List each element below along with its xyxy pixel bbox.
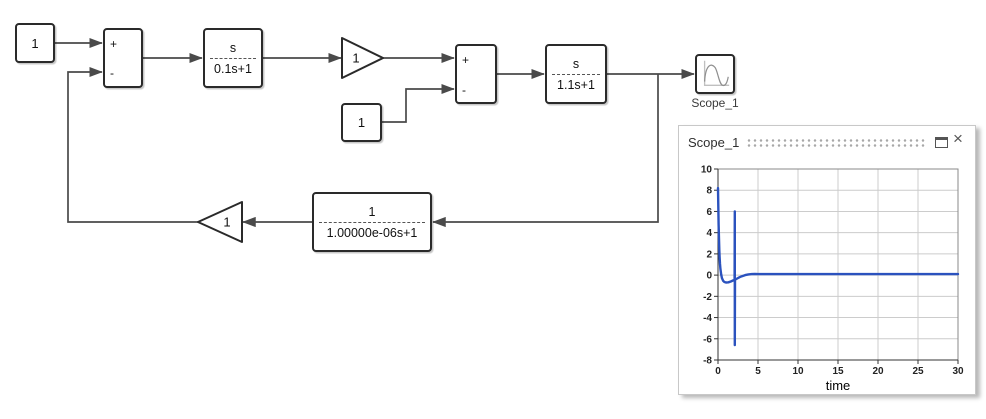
- tf1-denominator: 0.1s+1: [214, 61, 252, 76]
- wire-const2-to-sum2[interactable]: [369, 83, 455, 128]
- sum1-plus-sign: +: [110, 37, 118, 51]
- constant2-value: 1: [357, 115, 366, 130]
- tf3-divider: [319, 221, 425, 223]
- transfer-fn-block-3[interactable]: 1 1.00000e-06s+1: [312, 192, 432, 252]
- constant-block-1[interactable]: 1: [15, 23, 55, 63]
- transfer-fn-block-2[interactable]: s 1.1s+1: [545, 44, 607, 104]
- transfer-fn-block-1[interactable]: s 0.1s+1: [203, 28, 263, 88]
- y-tick-label: -2: [703, 292, 712, 303]
- close-icon[interactable]: ×: [953, 129, 963, 148]
- scope-block[interactable]: [695, 54, 735, 94]
- sum2-plus-sign: +: [462, 53, 470, 67]
- drag-handle-icon[interactable]: [746, 138, 926, 147]
- tf1-divider: [210, 57, 256, 59]
- x-tick-label: 15: [832, 366, 844, 377]
- gain1-label: 1: [352, 51, 359, 66]
- gain-block-2[interactable]: 1: [197, 201, 243, 243]
- x-tick-label: 0: [715, 366, 721, 377]
- tf1-numerator: s: [229, 40, 237, 55]
- y-tick-label: 0: [706, 271, 712, 282]
- x-tick-label: 20: [872, 366, 884, 377]
- y-tick-label: -4: [703, 313, 712, 324]
- scope-window[interactable]: Scope_1 × 0 5 10 15 20 25 30 -8 -6 -4 -2 0 2 4 6 8 10 tim…: [678, 125, 976, 395]
- scope-waveform-icon: [703, 60, 730, 87]
- tf3-denominator: 1.00000e-06s+1: [326, 225, 418, 240]
- x-tick-label: 5: [755, 366, 761, 377]
- x-tick-label: 30: [952, 366, 964, 377]
- sum2-minus-sign: -: [462, 83, 466, 97]
- y-tick-label: 8: [706, 186, 712, 197]
- y-tick-label: 2: [706, 249, 712, 260]
- scope-block-label: Scope_1: [691, 96, 739, 110]
- gain-block-1[interactable]: 1: [341, 37, 384, 79]
- sum-block-1[interactable]: + -: [103, 28, 143, 88]
- tf2-numerator: s: [572, 56, 580, 71]
- scope-plot: 0 5 10 15 20 25 30 -8 -6 -4 -2 0 2 4 6 8 10 time: [701, 165, 964, 394]
- y-tick-label: -8: [703, 356, 712, 367]
- tf3-numerator: 1: [368, 204, 376, 219]
- gain2-label: 1: [223, 215, 230, 230]
- x-tick-label: 10: [792, 366, 804, 377]
- y-tick-label: -6: [703, 334, 712, 345]
- wire-gain2-to-sum1[interactable]: [67, 66, 211, 228]
- tf2-denominator: 1.1s+1: [557, 77, 595, 92]
- y-tick-label: 6: [706, 207, 712, 218]
- x-tick-label: 25: [912, 366, 924, 377]
- scope-window-title: Scope_1: [688, 135, 740, 150]
- y-tick-label: 4: [706, 228, 712, 239]
- maximize-icon[interactable]: [935, 137, 948, 148]
- sum-block-2[interactable]: + -: [455, 44, 497, 104]
- constant1-value: 1: [31, 35, 39, 51]
- y-tick-label: 10: [701, 165, 713, 176]
- x-axis-label: time: [826, 378, 851, 393]
- constant-block-2[interactable]: 1: [341, 103, 382, 142]
- sum1-minus-sign: -: [110, 66, 114, 80]
- wire-branch-to-tf3[interactable]: [432, 74, 659, 228]
- tf2-divider: [552, 73, 600, 75]
- scope-curve: [716, 186, 960, 347]
